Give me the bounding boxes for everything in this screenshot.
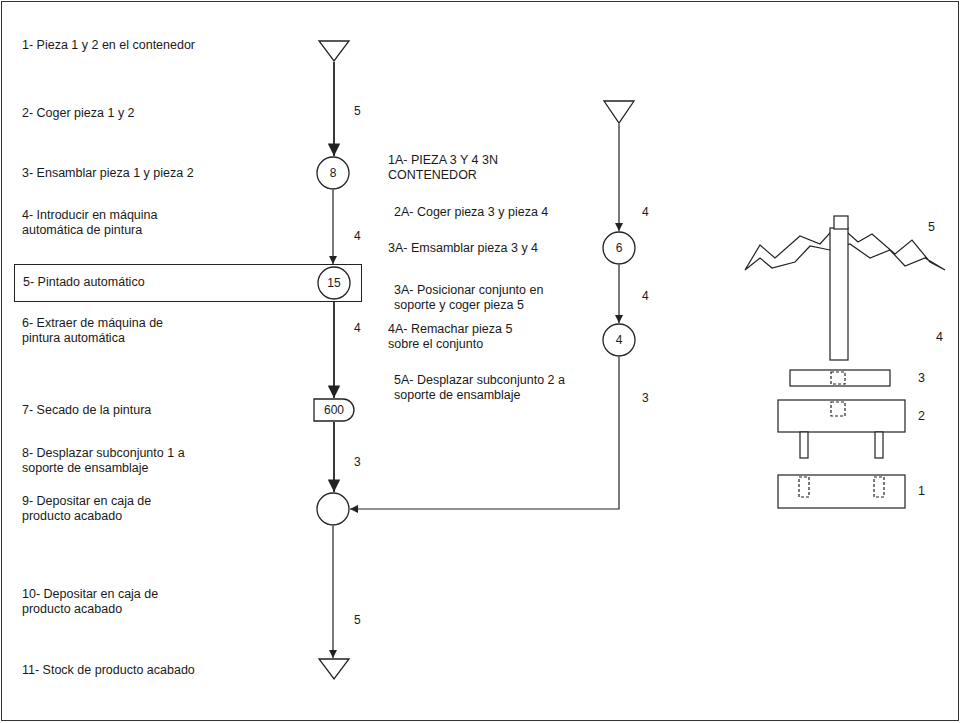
hidden-hole	[799, 477, 809, 497]
step-time: 15	[317, 266, 351, 300]
step-description: 4A- Remachar pieza 5 sobre el conjunto	[388, 322, 538, 352]
storage-triangle: 1- Pieza 1 y 2 en el contenedor	[318, 40, 350, 62]
transport-time: 4	[352, 321, 363, 335]
flow-arrow	[332, 190, 333, 264]
flow-arrow	[350, 357, 619, 509]
storage-triangle: 11- Stock de producto acabado	[318, 658, 350, 680]
callout-number: 5	[928, 220, 935, 235]
step-time: 600	[313, 398, 359, 422]
hidden-hole	[831, 372, 845, 384]
callout-number: 3	[918, 371, 925, 386]
transport-time: 5	[352, 104, 363, 118]
flow-arrow	[332, 526, 333, 658]
storage-triangle: 1A- PIEZA 3 Y 4 3N CONTENEDOR	[603, 100, 635, 124]
tri-outline	[318, 658, 350, 680]
hidden-hole	[831, 402, 845, 416]
delay-shape: 7- Secado de la pintura600	[313, 398, 355, 422]
flow-arrow	[618, 124, 619, 231]
step-description: 4- Introducir en máquina automática de p…	[22, 208, 187, 238]
flow-arrow	[333, 62, 335, 156]
operation-circle: 15	[317, 266, 351, 300]
step-description: 3- Ensamblar pieza 1 y pieza 2	[22, 166, 307, 181]
transport-time: 4	[640, 205, 651, 219]
automatic-box: 5- Pintado automático 15	[14, 264, 362, 302]
operation-circle: 3- Ensamblar pieza 1 y pieza 28	[316, 156, 350, 190]
operation-circle: 4A- Remachar pieza 5 sobre el conjunto4	[602, 323, 636, 357]
flow-arrow	[333, 302, 335, 398]
step-description: 9- Depositar en caja de producto acabado	[22, 494, 172, 524]
step-time: 6	[602, 231, 636, 265]
step-description: 7- Secado de la pintura	[22, 403, 302, 418]
step-description: 3A- Posicionar conjunto en soporte y cog…	[394, 283, 574, 313]
step-description: 2A- Coger pieza 3 y pieza 4	[394, 205, 594, 220]
transport-time: 5	[352, 613, 363, 627]
step-description: 1- Pieza 1 y 2 en el contenedor	[22, 38, 307, 53]
flow-arrow	[333, 422, 335, 492]
hidden-hole	[874, 477, 884, 497]
step-description: 2- Coger pieza 1 y 2	[22, 106, 272, 121]
operation-circle: 3A- Emsamblar pieza 3 y 46	[602, 231, 636, 265]
callout-number: 2	[918, 409, 925, 424]
flow-arrow	[618, 265, 619, 323]
piece-2-leg	[875, 432, 883, 458]
piece-1	[778, 475, 905, 508]
step-description: 5A- Desplazar subconjunto 2 a soporte de…	[394, 373, 584, 403]
step-description: 3A- Emsamblar pieza 3 y 4	[388, 241, 593, 256]
step-description: 8- Desplazar subconjunto 1 a soporte de …	[22, 446, 222, 476]
piece-3	[790, 370, 890, 386]
step-time: 8	[316, 156, 350, 190]
transport-time: 4	[352, 229, 363, 243]
piece-2-leg	[800, 432, 808, 458]
operation-circle: 9- Depositar en caja de producto acabado	[316, 492, 350, 526]
step-description: 1A- PIEZA 3 Y 4 3N CONTENEDOR	[388, 153, 538, 183]
tri-outline	[318, 40, 350, 62]
piece-2	[778, 400, 905, 432]
box-title: 5- Pintado automático	[23, 275, 145, 290]
step-description: 6- Extraer de máquina de pintura automát…	[22, 316, 187, 346]
step-description: 10- Depositar en caja de producto acabad…	[22, 587, 172, 617]
pole-cap	[834, 216, 848, 229]
step-time: 4	[602, 323, 636, 357]
callout-number: 1	[918, 484, 925, 499]
callout-number: 4	[936, 330, 943, 345]
pole	[830, 228, 848, 360]
tri-outline	[603, 100, 635, 124]
parts-illustration	[745, 216, 945, 508]
step-description: 11- Stock de producto acabado	[22, 663, 302, 678]
transport-time: 3	[352, 455, 363, 469]
circle-outline	[316, 492, 350, 526]
transport-time: 4	[640, 289, 651, 303]
transport-time: 3	[640, 391, 651, 405]
